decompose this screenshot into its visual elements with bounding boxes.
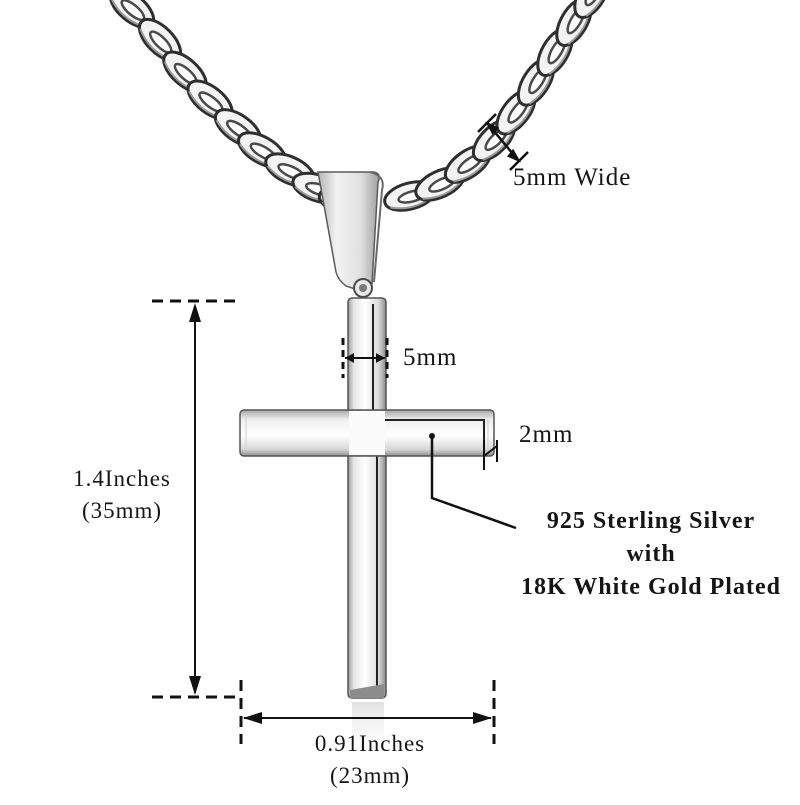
- bar-width-label: 5mm: [403, 344, 458, 371]
- bail: [317, 171, 384, 298]
- width-dimension: [239, 680, 496, 744]
- height-mm: (35mm): [81, 498, 163, 523]
- thickness-dimension: [483, 440, 498, 470]
- chain-width-dimension: [477, 113, 529, 171]
- chain-width-label: 5mm Wide: [513, 164, 632, 191]
- height-inches: 1.4Inches: [73, 466, 171, 491]
- material-line-1: 925 Sterling Silver: [546, 508, 756, 534]
- bar-width-dimension: [341, 338, 389, 378]
- cross-pendant: [239, 297, 495, 762]
- material-line-3: 18K White Gold Plated: [521, 574, 781, 600]
- height-label: 1.4Inches (35mm): [60, 463, 184, 527]
- width-mm: (23mm): [329, 763, 411, 788]
- width-inches: 0.91Inches: [314, 731, 426, 756]
- height-dimension: [152, 299, 236, 699]
- width-label: 0.91Inches (23mm): [290, 728, 450, 792]
- material-line-2: with: [626, 541, 676, 567]
- material-label: 925 Sterling Silver with 18K White Gold …: [505, 505, 797, 604]
- thickness-label: 2mm: [519, 421, 574, 448]
- material-leader: [429, 433, 517, 530]
